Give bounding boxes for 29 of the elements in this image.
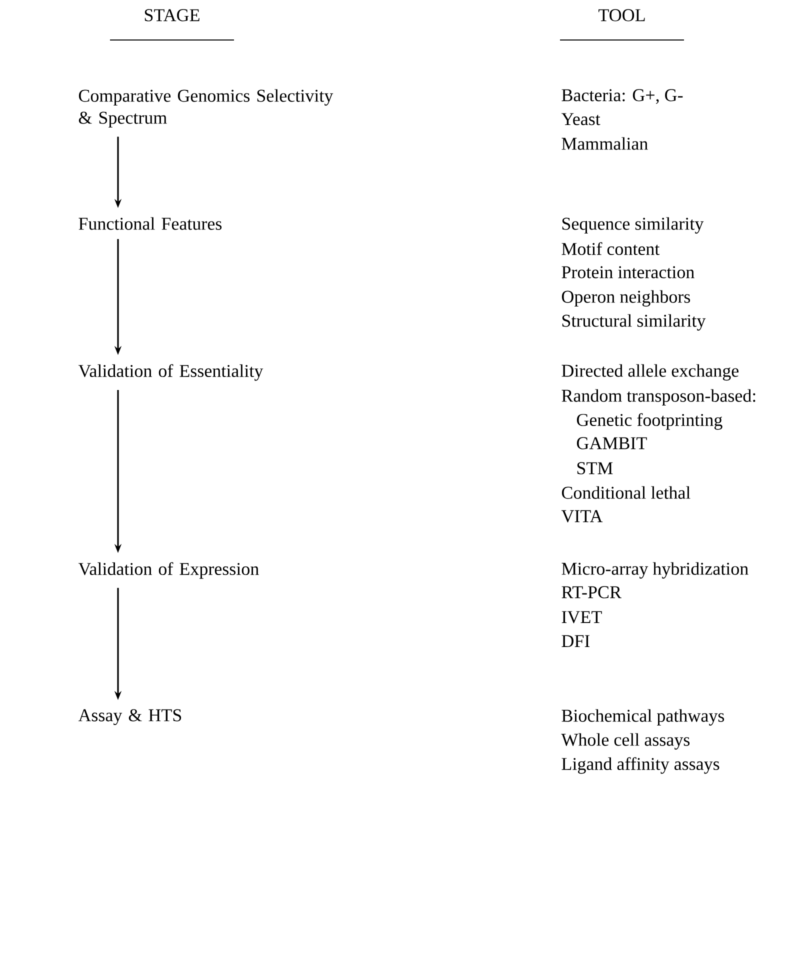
tool-text: Conditional lethal <box>562 486 690 499</box>
tool-text: GAMBIT <box>576 437 647 450</box>
stage-text: Validation of Expression <box>78 562 259 579</box>
tool-text: Mammalian <box>562 137 648 150</box>
tool-text: Operon neighbors <box>562 290 690 307</box>
tool-text: VITA <box>561 510 603 522</box>
stage-text: Functional Features <box>78 217 222 230</box>
column-heading: TOOL <box>598 9 645 22</box>
tool-text: Whole cell assays <box>561 733 690 750</box>
tool-text: Random transposon-based: <box>562 389 756 406</box>
tool-text: Directed allele exchange <box>562 364 738 381</box>
column-heading: STAGE <box>144 9 200 22</box>
tool-text: Genetic footprinting <box>576 413 722 430</box>
tool-text: Micro-array hybridization <box>562 562 748 579</box>
tool-text: Bacteria: G+, G- <box>562 89 683 104</box>
stage-text: Validation of Essentiality <box>78 364 264 381</box>
tool-text: DFI <box>562 635 590 647</box>
tool-text: Yeast <box>561 113 600 126</box>
stage-text: Assay & HTS <box>78 709 182 726</box>
stage-text: Comparative Genomics Selectivity & Spectrum <box>78 89 334 128</box>
tool-text: Sequence similarity <box>562 217 704 234</box>
tool-text: Structural similarity <box>562 314 706 331</box>
tool-text: STM <box>577 462 613 474</box>
tool-text: Motif content <box>562 242 660 256</box>
tool-text: IVET <box>562 611 602 624</box>
tool-text: Biochemical pathways <box>562 709 724 726</box>
tool-text: Ligand affinity assays <box>562 757 720 774</box>
tool-text: RT-PCR <box>562 586 622 598</box>
tool-text: Protein interaction <box>562 266 694 278</box>
